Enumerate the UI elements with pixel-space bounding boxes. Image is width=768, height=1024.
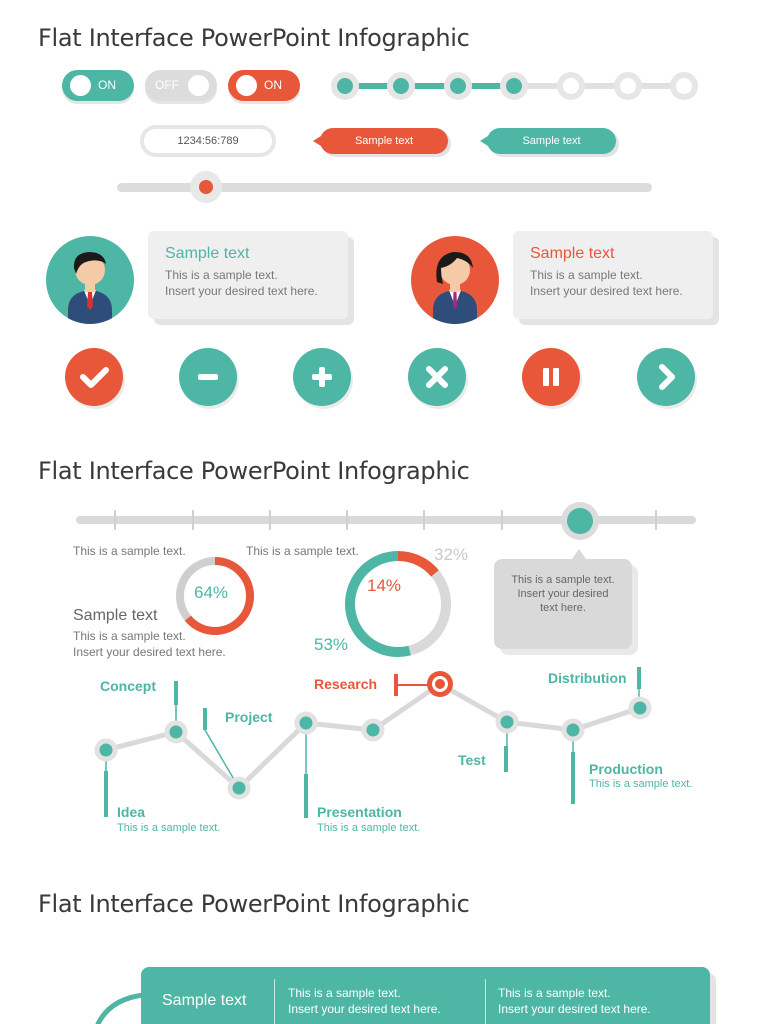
- timeline-slider-track[interactable]: [76, 516, 696, 524]
- minus-button[interactable]: [179, 348, 237, 406]
- code-input-value: 1234:56:789: [144, 129, 272, 153]
- milestone-research: Research: [314, 676, 378, 692]
- milestone-presentation: Presentation: [317, 804, 402, 820]
- sample-block-text: This is a sample text. Insert your desir…: [73, 629, 226, 659]
- milestone-production-sub: This is a sample text.: [589, 778, 693, 790]
- next-button[interactable]: [637, 348, 695, 406]
- milestone-idea: Idea: [117, 804, 146, 820]
- check-button[interactable]: [65, 348, 123, 406]
- plus-icon: [312, 367, 332, 387]
- female-avatar-icon: [411, 236, 499, 324]
- toggle-knob: [188, 75, 209, 96]
- profile-card-text: This is a sample text. Insert your desir…: [165, 268, 318, 298]
- milestone-production: Production: [589, 761, 663, 777]
- tag-text: Sample text: [354, 135, 414, 147]
- table-connector-curve: [95, 992, 147, 1024]
- chevron-right-icon: [659, 364, 675, 390]
- timeline-tick: [192, 510, 194, 530]
- donut2-orange-percent: 14%: [367, 576, 402, 595]
- slider-track[interactable]: [117, 183, 652, 192]
- timeline-slider-handle[interactable]: [561, 502, 599, 540]
- profile-card-1: Sample text This is a sample text. Inser…: [148, 231, 348, 319]
- sample-block-title: Sample text: [73, 607, 158, 624]
- tag-pointer: [313, 136, 321, 146]
- donut2-caption: This is a sample text.: [246, 544, 359, 558]
- donut2-teal-percent: 53%: [314, 635, 349, 654]
- toggle-label: ON: [98, 78, 116, 92]
- tag-pointer: [480, 136, 488, 146]
- timeline-tick: [269, 510, 271, 530]
- toggle-on-teal[interactable]: ON: [62, 70, 134, 101]
- toggle-knob: [70, 75, 91, 96]
- milestone-presentation-sub: This is a sample text.: [317, 822, 421, 834]
- timeline-tick: [501, 510, 503, 530]
- timeline-tick: [114, 510, 116, 530]
- milestone-distribution: Distribution: [548, 670, 627, 686]
- stepper-step-2[interactable]: [387, 72, 415, 100]
- donut1-caption: This is a sample text.: [73, 544, 186, 558]
- toggle-on-orange[interactable]: ON: [228, 70, 300, 101]
- tooltip-pointer: [572, 549, 586, 559]
- tooltip-box: This is a sample text. Insert your desir…: [494, 559, 632, 649]
- stepper-step-7[interactable]: [670, 72, 698, 100]
- toggle-off[interactable]: OFF: [145, 70, 217, 101]
- tag-orange[interactable]: Sample text: [313, 128, 448, 154]
- info-table-divider: [485, 979, 486, 1024]
- milestone-timeline: [94, 667, 652, 818]
- info-table-header: Sample text: [162, 992, 247, 1009]
- toggle-knob: [236, 75, 257, 96]
- profile-card-title: Sample text: [165, 245, 250, 262]
- milestone-concept: Concept: [100, 678, 156, 694]
- timeline-tick: [346, 510, 348, 530]
- tag-text: Sample text: [522, 135, 581, 147]
- check-icon: [80, 367, 109, 388]
- stepper-step-6[interactable]: [614, 72, 642, 100]
- donut2-gray-percent: 32%: [434, 545, 469, 564]
- pause-icon: [543, 368, 559, 386]
- toggle-label: ON: [264, 78, 282, 92]
- section3-title: Flat Interface PowerPoint Infographic: [38, 890, 470, 918]
- milestone-idea-sub: This is a sample text.: [117, 822, 221, 834]
- profile-card-title: Sample text: [530, 245, 615, 262]
- info-table-cell-1: This is a sample text. Insert your desir…: [288, 986, 441, 1016]
- milestone-test: Test: [458, 752, 486, 768]
- section1-title: Flat Interface PowerPoint Infographic: [38, 24, 470, 52]
- donut-chart-64: [176, 557, 254, 635]
- profile-card-text: This is a sample text. Insert your desir…: [530, 268, 683, 298]
- donut1-percent: 64%: [194, 583, 229, 602]
- info-table: Sample text This is a sample text. Inser…: [141, 967, 710, 1024]
- donut-chart-segments: [345, 551, 451, 657]
- info-table-cell-2: This is a sample text. Insert your desir…: [498, 986, 651, 1016]
- profile-card-2: Sample text This is a sample text. Inser…: [513, 231, 713, 319]
- milestone-project: Project: [225, 709, 273, 725]
- stepper-step-3[interactable]: [444, 72, 472, 100]
- stepper-progress: [340, 83, 516, 89]
- stepper-step-5[interactable]: [557, 72, 585, 100]
- timeline-tick: [423, 510, 425, 530]
- minus-icon: [198, 374, 218, 380]
- close-button[interactable]: [408, 348, 466, 406]
- stepper-step-1[interactable]: [331, 72, 359, 100]
- timeline-tick: [655, 510, 657, 530]
- slider-handle[interactable]: [190, 171, 222, 203]
- info-table-divider: [274, 979, 275, 1024]
- stepper-step-4[interactable]: [500, 72, 528, 100]
- pause-button[interactable]: [522, 348, 580, 406]
- male-avatar-icon: [46, 236, 134, 324]
- tag-teal[interactable]: Sample text: [480, 128, 616, 154]
- plus-button[interactable]: [293, 348, 351, 406]
- section2-title: Flat Interface PowerPoint Infographic: [38, 457, 470, 485]
- close-icon: [426, 366, 448, 388]
- code-input[interactable]: 1234:56:789: [140, 125, 276, 157]
- toggle-label: OFF: [155, 78, 179, 92]
